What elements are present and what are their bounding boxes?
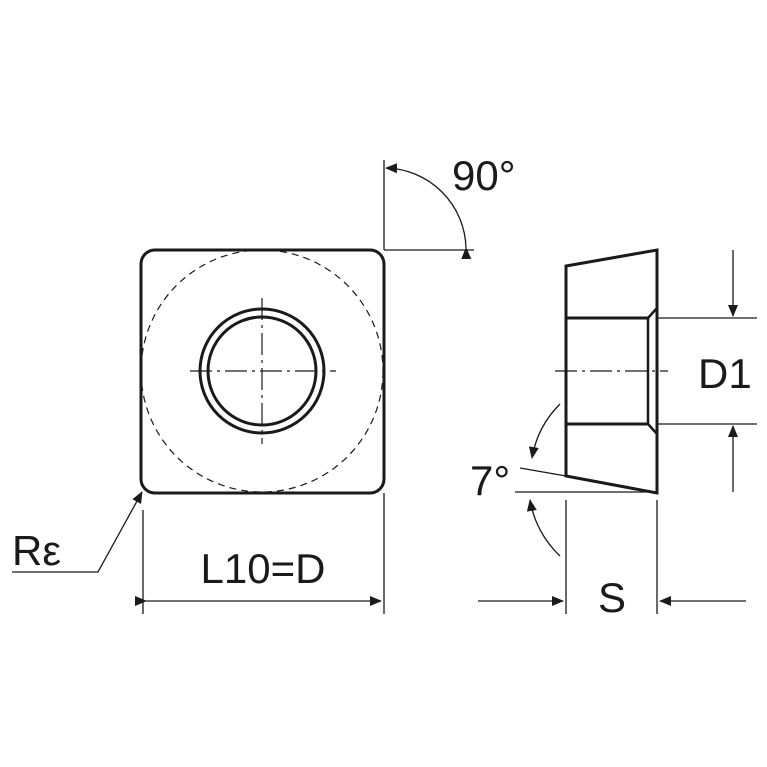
side-profile	[564, 248, 659, 495]
inscribed-circle	[140, 249, 384, 493]
hole-diameter-label: D1	[698, 350, 752, 397]
clearance-angle-dimension	[515, 403, 657, 557]
corner-radius-leader	[12, 491, 143, 573]
angle-label-90: 90°	[452, 152, 516, 199]
length-dimension	[135, 493, 385, 614]
radius-leader-line	[12, 491, 143, 573]
front-view	[139, 248, 386, 495]
clearance-arc-upper	[528, 403, 561, 459]
clearance-arc-lower	[526, 499, 561, 557]
hole-chamfer-top	[647, 307, 658, 319]
thickness-dimension	[478, 500, 746, 614]
clearance-angle-label: 7°	[470, 457, 510, 504]
length-label: L10=D	[201, 545, 326, 592]
hole-chamfer-bottom	[647, 423, 658, 435]
side-view	[555, 248, 668, 495]
corner-radius-label: Rε	[12, 527, 61, 574]
hole-diameter-dimension	[657, 250, 757, 492]
thickness-label: S	[598, 574, 626, 621]
angle-arc-90	[385, 163, 472, 260]
angle-90-dimension	[383, 160, 474, 260]
clearance-flank-extension	[519, 467, 567, 477]
